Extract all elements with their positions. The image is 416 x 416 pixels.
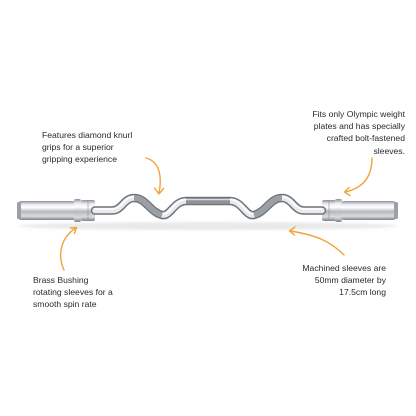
arrow-olympic-icon <box>343 157 373 197</box>
arrow-sleeves-icon <box>288 226 345 256</box>
arrow-bushing-icon <box>60 226 78 271</box>
left-sleeve <box>17 199 95 222</box>
callout-olympic-text: Fits only Olympic weight plates and has … <box>312 109 405 156</box>
callout-sleeves-text: Machined sleeves are 50mm diameter by 17… <box>302 263 386 298</box>
callout-bushing-text: Brass Bushing rotating sleeves for a smo… <box>33 275 113 310</box>
bar-shadow <box>18 222 398 230</box>
right-sleeve <box>322 199 398 222</box>
callout-knurl-text: Features diamond knurl grips for a super… <box>42 130 133 165</box>
curl-shaft <box>90 193 327 220</box>
arrow-knurl-icon <box>145 157 165 195</box>
